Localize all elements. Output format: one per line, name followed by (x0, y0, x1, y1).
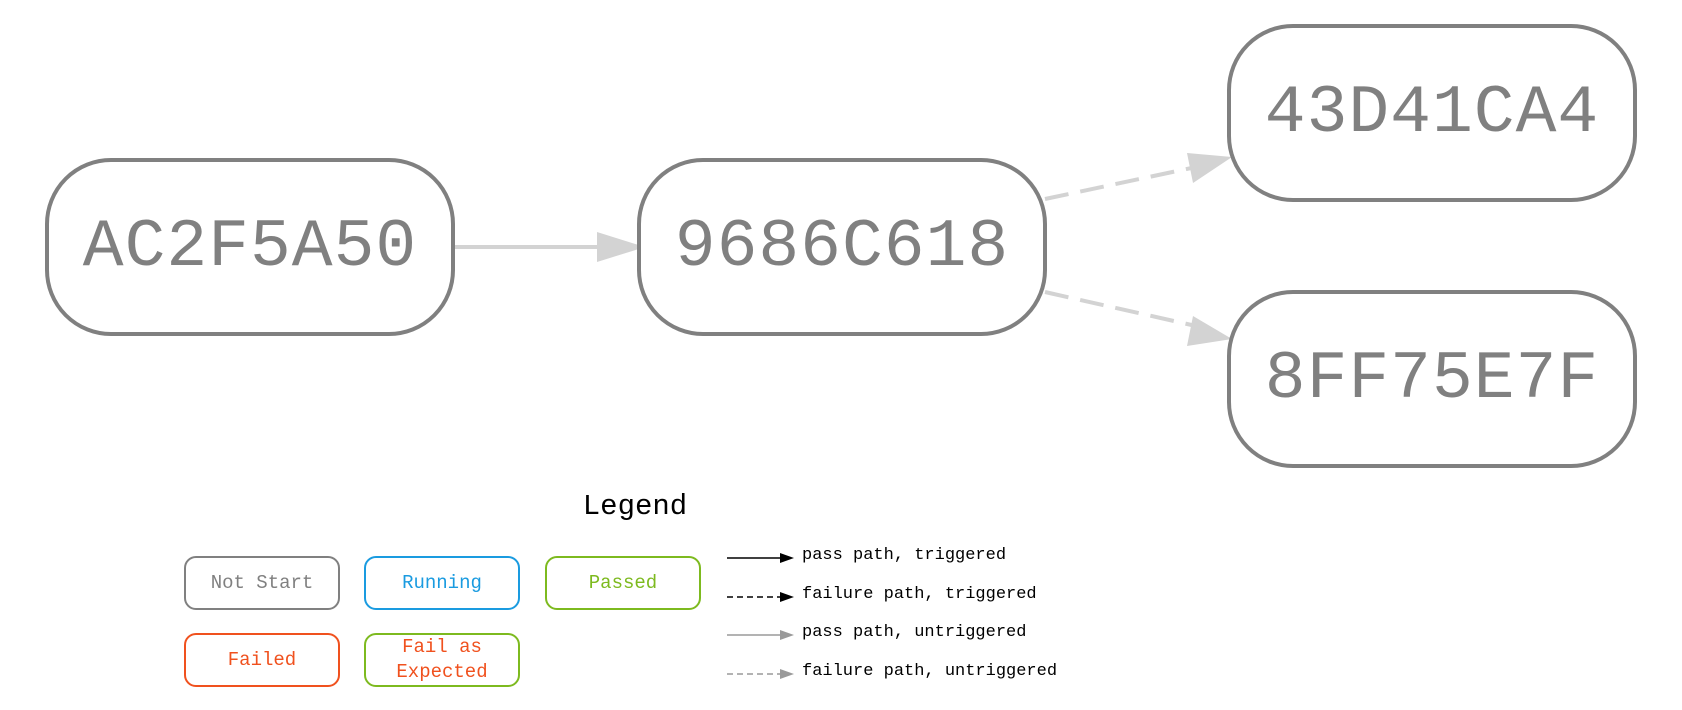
legend-arrow-pass-untriggered (780, 630, 794, 640)
legend-state-fail-as-expected: Fail as Expected (364, 633, 520, 687)
node-8ff75e7f[interactable]: 8FF75E7F (1227, 290, 1637, 468)
legend-arrow-pass-triggered (780, 553, 794, 563)
edge-n2-to-n4-arrowhead (1187, 316, 1232, 346)
legend-line-samples (727, 553, 794, 679)
legend-arrow-failure-triggered (780, 592, 794, 602)
node-ac2f5a50[interactable]: AC2F5A50 (45, 158, 455, 336)
legend-state-failed: Failed (184, 633, 340, 687)
edge-n2-to-n3-arrowhead (1187, 153, 1232, 183)
edge-n2-to-n3 (1044, 165, 1197, 201)
legend-state-running: Running (364, 556, 520, 610)
node-9686c618[interactable]: 9686C618 (637, 158, 1047, 336)
legend-line-label-failure-triggered: failure path, triggered (802, 585, 1037, 604)
legend-state-not-start: Not Start (184, 556, 340, 610)
legend-arrow-failure-untriggered (780, 669, 794, 679)
node-43d41ca4[interactable]: 43D41CA4 (1227, 24, 1637, 202)
edge-n2-to-n4 (1044, 290, 1197, 328)
legend-state-passed: Passed (545, 556, 701, 610)
edge-n1-to-n2-arrowhead (597, 232, 645, 262)
legend-line-label-pass-untriggered: pass path, untriggered (802, 623, 1027, 642)
legend-line-label-failure-untriggered: failure path, untriggered (802, 662, 1058, 681)
legend-line-label-pass-triggered: pass path, triggered (802, 546, 1007, 565)
legend-title: Legend (582, 490, 688, 523)
